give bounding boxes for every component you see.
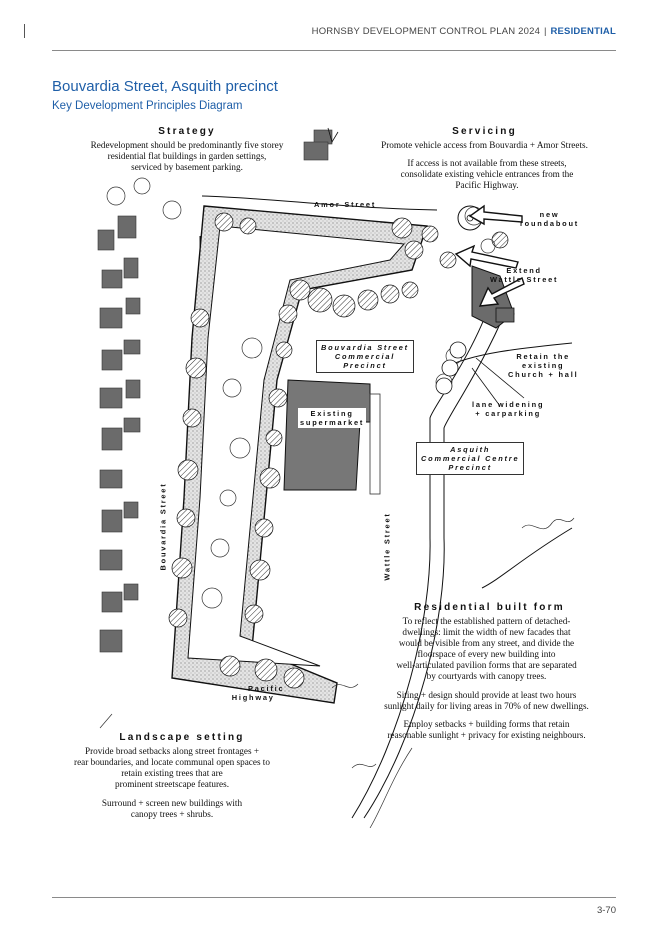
landscape-line: rear boundaries, and locate communal ope… xyxy=(74,757,270,767)
page-number: 3-70 xyxy=(596,905,616,916)
servicing-line: If access is not available from these st… xyxy=(407,158,567,168)
residential-line: reasonable sunlight + privacy for existi… xyxy=(387,730,586,740)
label-line: Commercial Centre xyxy=(421,454,520,463)
residential-heading: Residential built form xyxy=(414,602,565,613)
label-line: Precinct xyxy=(343,361,387,370)
residential-line: by courtyards with canopy trees. xyxy=(426,671,547,681)
label-line: lane widening xyxy=(472,400,545,409)
header-title: HORNSBY DEVELOPMENT CONTROL PLAN 2024 | … xyxy=(312,26,616,37)
landscape-heading: Landscape setting xyxy=(119,732,245,743)
page-footer-rule xyxy=(52,897,616,898)
lane-trees xyxy=(435,341,467,395)
strategy-text: Redevelopment should be predominantly fi… xyxy=(52,140,322,173)
label-new-roundabout: new roundabout xyxy=(520,210,579,228)
label-line: Wattle Street xyxy=(490,275,559,284)
residential-text: To reflect the established pattern of de… xyxy=(364,616,609,682)
strategy-line: serviced by basement parking. xyxy=(131,162,243,172)
landscape-line: retain existing trees that are xyxy=(121,768,223,778)
servicing-heading: Servicing xyxy=(452,126,517,137)
residential-line: dwellings: limit the width of new facade… xyxy=(402,627,571,637)
label-pacific-highway: Pacific Highway xyxy=(222,684,284,702)
label-line: Extend xyxy=(506,266,542,275)
strategy-heading: Strategy xyxy=(158,126,216,137)
landscape-line: Provide broad setbacks along street fron… xyxy=(84,746,260,756)
label-line: Asquith xyxy=(450,445,491,454)
servicing-line: Pacific Highway. xyxy=(455,180,519,190)
strategy-line: residential flat buildings in garden set… xyxy=(107,151,267,161)
residential-text-2: Siting + design should provide at least … xyxy=(364,690,609,712)
label-asquith-commercial-centre: Asquith Commercial Centre Precinct xyxy=(416,442,525,475)
header-separator: | xyxy=(543,26,547,37)
page-margin-tick xyxy=(24,24,25,38)
servicing-text-2: If access is not available from these st… xyxy=(367,158,607,191)
section-name: RESIDENTIAL xyxy=(550,26,616,37)
label-wattle-street: Wattle Street xyxy=(382,512,392,581)
servicing-line: consolidate existing vehicle entrances f… xyxy=(400,169,574,179)
annotation-arrows xyxy=(454,204,525,307)
diagram-title: Key Development Principles Diagram xyxy=(52,100,243,112)
label-line: Bouvardia Street xyxy=(321,343,409,352)
label-line: roundabout xyxy=(520,219,580,228)
site-plan-drawing xyxy=(97,127,575,828)
label-bouvardia-street: Bouvardia Street xyxy=(158,482,168,571)
canopy-trees xyxy=(168,212,509,689)
neighbouring-houses-west xyxy=(97,215,141,653)
residential-line: Employ setbacks + building forms that re… xyxy=(403,719,570,729)
label-line: + carparking xyxy=(475,409,542,418)
servicing-line: Promote vehicle access from Bouvardia + … xyxy=(381,140,588,150)
page-title: Bouvardia Street, Asquith precinct xyxy=(52,78,278,95)
residential-line: well-articulated pavilion forms that are… xyxy=(396,660,577,670)
leader-lines xyxy=(327,127,525,407)
label-retain-church: Retain the existing Church + hall xyxy=(508,352,578,379)
label-existing-supermarket: Existing supermarket xyxy=(298,408,367,428)
shrub-strokes xyxy=(99,517,575,828)
landscape-line: canopy trees + shrubs. xyxy=(130,809,214,819)
label-line: Pacific xyxy=(248,684,285,693)
landscape-text-2: Surround + screen new buildings with can… xyxy=(62,798,282,820)
residential-line: floorspace of every new building into xyxy=(417,649,556,659)
existing-supermarket-building xyxy=(283,379,371,491)
landscape-line: prominent streetscape features. xyxy=(114,779,230,789)
label-lane-widening: lane widening + carparking xyxy=(472,400,544,418)
residential-text-3: Employ setbacks + building forms that re… xyxy=(364,719,609,741)
label-line: Retain the xyxy=(516,352,571,361)
label-line: Church + hall xyxy=(508,370,579,379)
label-bouvardia-commercial-precinct: Bouvardia Street Commercial Precinct xyxy=(316,340,414,373)
label-line: existing xyxy=(522,361,565,370)
key-development-principles-diagram: Strategy Redevelopment should be predomi… xyxy=(52,118,617,828)
document-title: HORNSBY DEVELOPMENT CONTROL PLAN 2024 xyxy=(311,26,541,37)
residential-line: To reflect the established pattern of de… xyxy=(402,616,571,626)
residential-line: would be visible from any street, and di… xyxy=(398,638,575,648)
landscape-line: Surround + screen new buildings with xyxy=(101,798,243,808)
label-extend-wattle: Extend Wattle Street xyxy=(490,266,558,284)
residential-line: sunlight daily for living areas in 70% o… xyxy=(384,701,589,711)
strategy-line: Redevelopment should be predominantly fi… xyxy=(90,140,284,150)
label-line: Highway xyxy=(231,693,275,702)
label-line: new xyxy=(539,210,560,219)
label-line: Precinct xyxy=(448,463,492,472)
label-line: Commercial xyxy=(334,352,396,361)
page-header: HORNSBY DEVELOPMENT CONTROL PLAN 2024 | … xyxy=(52,24,616,51)
label-line: supermarket xyxy=(300,418,365,427)
servicing-text: Promote vehicle access from Bouvardia + … xyxy=(362,140,607,151)
label-line: Existing xyxy=(310,409,354,418)
label-amor-street: Amor Street xyxy=(314,200,377,209)
landscape-text: Provide broad setbacks along street fron… xyxy=(52,746,292,790)
neighbouring-houses-north xyxy=(303,129,333,161)
residential-line: Siting + design should provide at least … xyxy=(396,690,577,700)
